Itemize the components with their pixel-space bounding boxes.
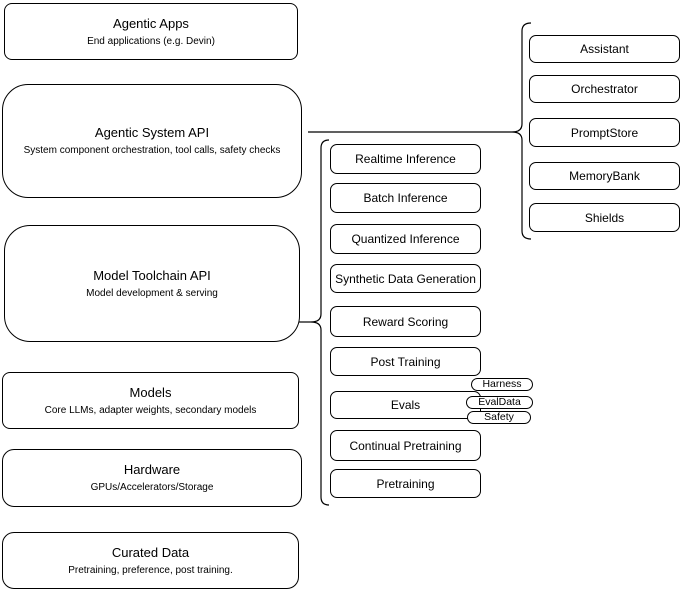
box-subtitle: End applications (e.g. Devin) bbox=[87, 35, 215, 47]
pill-safety: Safety bbox=[467, 411, 531, 424]
node-orchestrator: Orchestrator bbox=[529, 75, 680, 103]
pill-evaldata: EvalData bbox=[466, 396, 533, 409]
node-batch-inference: Batch Inference bbox=[330, 183, 481, 213]
node-assistant: Assistant bbox=[529, 35, 680, 63]
box-title: Hardware bbox=[123, 462, 181, 477]
box-model-toolchain-api: Model Toolchain API Model development & … bbox=[4, 225, 300, 342]
node-reward-scoring: Reward Scoring bbox=[330, 306, 481, 337]
pill-harness: Harness bbox=[471, 378, 533, 391]
node-shields: Shields bbox=[529, 203, 680, 232]
box-curated-data: Curated Data Pretraining, preference, po… bbox=[2, 532, 299, 589]
box-subtitle: Model development & serving bbox=[86, 287, 218, 299]
box-title: Agentic Apps bbox=[113, 15, 189, 31]
node-post-training: Post Training bbox=[330, 347, 481, 376]
box-title: Curated Data bbox=[111, 544, 190, 560]
box-agentic-system-api: Agentic System API System component orch… bbox=[2, 84, 302, 198]
node-synthetic-data-generation: Synthetic Data Generation bbox=[330, 264, 481, 293]
node-quantized-inference: Quantized Inference bbox=[330, 224, 481, 254]
node-promptstore: PromptStore bbox=[529, 118, 680, 147]
box-models: Models Core LLMs, adapter weights, secon… bbox=[2, 372, 299, 429]
box-subtitle: GPUs/Accelerators/Storage bbox=[90, 482, 214, 493]
node-pretraining: Pretraining bbox=[330, 469, 481, 498]
node-realtime-inference: Realtime Inference bbox=[330, 144, 481, 174]
box-title: Models bbox=[129, 384, 172, 400]
box-hardware: Hardware GPUs/Accelerators/Storage bbox=[2, 449, 302, 507]
box-title: Model Toolchain API bbox=[93, 267, 211, 283]
node-memorybank: MemoryBank bbox=[529, 162, 680, 190]
box-agentic-apps: Agentic Apps End applications (e.g. Devi… bbox=[4, 3, 298, 60]
box-title: Agentic System API bbox=[94, 125, 210, 140]
node-evals: Evals bbox=[330, 391, 481, 419]
box-subtitle: Pretraining, preference, post training. bbox=[68, 564, 233, 576]
node-continual-pretraining: Continual Pretraining bbox=[330, 430, 481, 461]
toolchain-brace bbox=[310, 139, 330, 506]
box-subtitle: System component orchestration, tool cal… bbox=[23, 145, 281, 156]
box-subtitle: Core LLMs, adapter weights, secondary mo… bbox=[44, 404, 257, 416]
